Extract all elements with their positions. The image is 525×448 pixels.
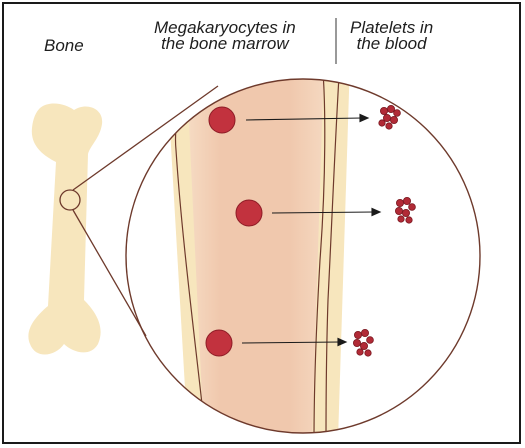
megakaryocyte-icon [206,330,232,356]
megakaryocyte-icon [236,200,262,226]
megakaryocytes-label: Megakaryocytes in the bone marrow [154,20,296,52]
arrowhead-icon [338,339,346,346]
platelet-cluster-icon [379,105,401,129]
megakaryocyte-icon [209,107,235,133]
arrowhead-icon [372,209,380,216]
bone-magnify-circle [60,190,80,210]
platelet-cluster-icon [395,197,415,223]
platelets-label: Platelets in the blood [350,20,433,52]
megakaryocytes-label-line2: the bone marrow [154,36,296,52]
platelet-cluster-icon [353,329,373,356]
bone-marrow-region [186,60,324,440]
platelets-label-line2: the blood [350,36,433,52]
bone-label: Bone [44,38,84,54]
bone-icon [28,104,102,355]
arrowhead-icon [360,115,368,122]
